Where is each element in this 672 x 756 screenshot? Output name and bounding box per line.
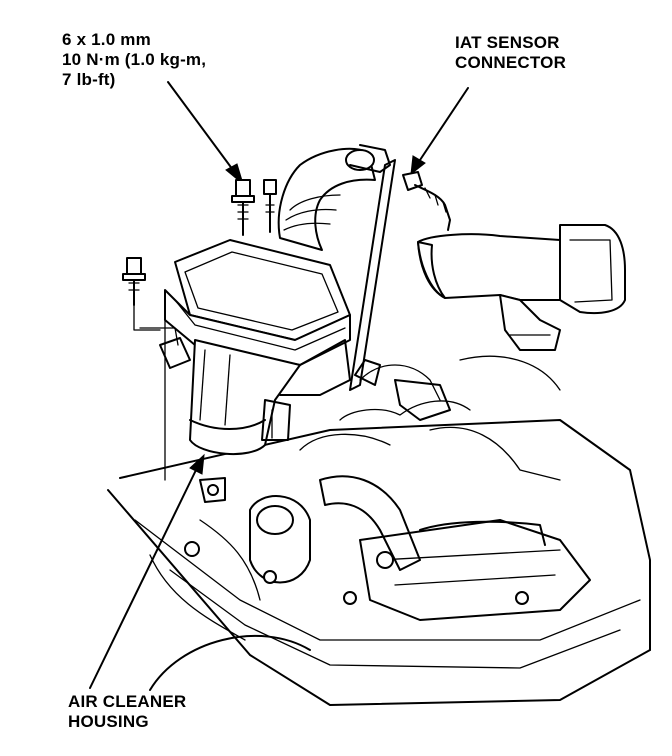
air-cleaner-label-line1: AIR CLEANER	[68, 692, 187, 711]
bolt-size-text: 6 x 1.0 mm	[62, 30, 151, 49]
bolt-torque-text: 10 N·m (1.0 kg-m,	[62, 50, 207, 69]
air-cleaner-label: AIR CLEANER HOUSING	[68, 692, 186, 732]
iat-sensor-label: IAT SENSOR CONNECTOR	[455, 33, 566, 73]
resonator	[417, 224, 626, 351]
bolt-left	[122, 257, 161, 331]
battery-tray	[359, 519, 591, 621]
iat-sensor-connector	[402, 171, 451, 231]
engine-bay-frame	[107, 355, 651, 706]
intake-duct	[277, 144, 391, 251]
strut-tower	[249, 495, 311, 584]
iat-arrowhead	[410, 155, 426, 176]
air-cleaner-leader-line	[89, 469, 197, 689]
bolt-spec-label: 6 x 1.0 mm 10 N·m (1.0 kg-m, 7 lb-ft)	[62, 30, 206, 90]
mounting-bolts	[122, 179, 277, 331]
iat-label-line2: CONNECTOR	[455, 53, 567, 72]
hose	[319, 475, 421, 571]
iat-leader-line	[419, 87, 469, 161]
iat-label-line1: IAT SENSOR	[455, 33, 560, 52]
support-bracket	[349, 159, 396, 391]
bolt-torque-lbft-text: 7 lb-ft)	[62, 70, 116, 89]
bolt-top	[231, 179, 255, 236]
bolt-leader-line	[167, 81, 234, 171]
leader-arrows	[89, 81, 469, 689]
frame-outline	[107, 489, 651, 706]
air-cleaner-label-line2: HOUSING	[68, 712, 149, 731]
air-cleaner-housing	[139, 239, 351, 481]
air-cleaner-arrowhead	[189, 453, 205, 475]
housing-lower	[189, 339, 301, 456]
bolt-right	[263, 179, 277, 233]
